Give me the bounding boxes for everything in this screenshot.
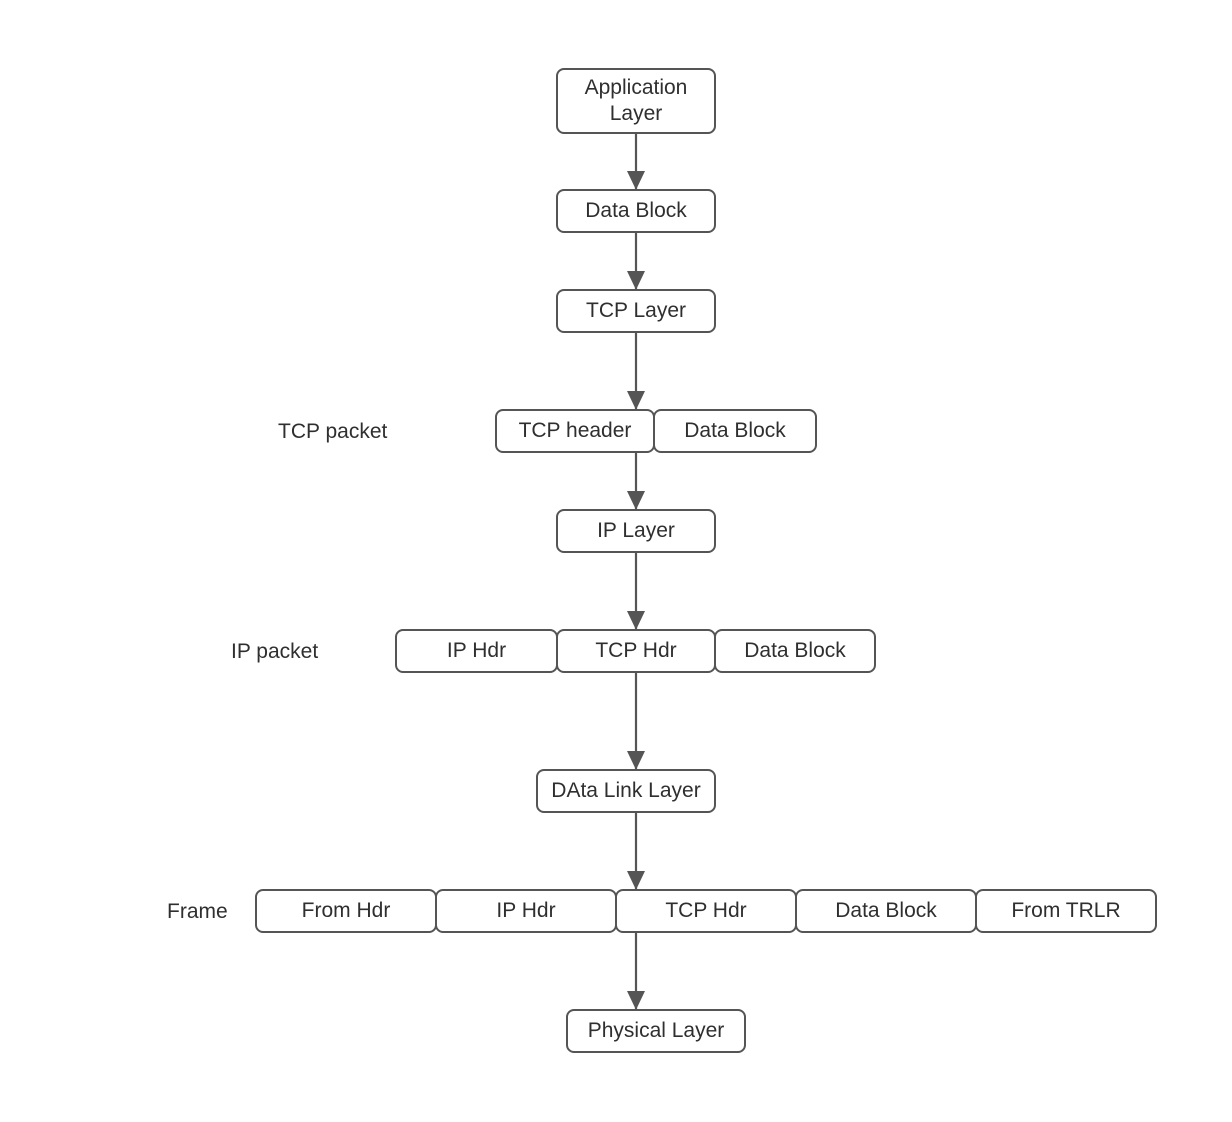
node-ip-layer[interactable]: IP Layer [556, 509, 716, 553]
segment-tcp-packet-0[interactable]: TCP header [495, 409, 655, 453]
node-data-block[interactable]: Data Block [556, 189, 716, 233]
row-label-tcp-packet: TCP packet [278, 420, 388, 443]
node-application-layer[interactable]: Application Layer [556, 68, 716, 134]
node-tcp-layer[interactable]: TCP Layer [556, 289, 716, 333]
segment-tcp-packet-1[interactable]: Data Block [653, 409, 817, 453]
segment-ip-packet-2[interactable]: Data Block [714, 629, 876, 673]
segment-frame-1[interactable]: IP Hdr [435, 889, 617, 933]
segment-frame-2[interactable]: TCP Hdr [615, 889, 797, 933]
node-data-link-layer[interactable]: DAta Link Layer [536, 769, 716, 813]
row-label-frame: Frame [167, 900, 228, 923]
segment-frame-4[interactable]: From TRLR [975, 889, 1157, 933]
row-label-ip-packet: IP packet [231, 640, 319, 663]
segment-frame-0[interactable]: From Hdr [255, 889, 437, 933]
segment-frame-3[interactable]: Data Block [795, 889, 977, 933]
segment-ip-packet-1[interactable]: TCP Hdr [556, 629, 716, 673]
node-physical-layer[interactable]: Physical Layer [566, 1009, 746, 1053]
segment-ip-packet-0[interactable]: IP Hdr [395, 629, 558, 673]
